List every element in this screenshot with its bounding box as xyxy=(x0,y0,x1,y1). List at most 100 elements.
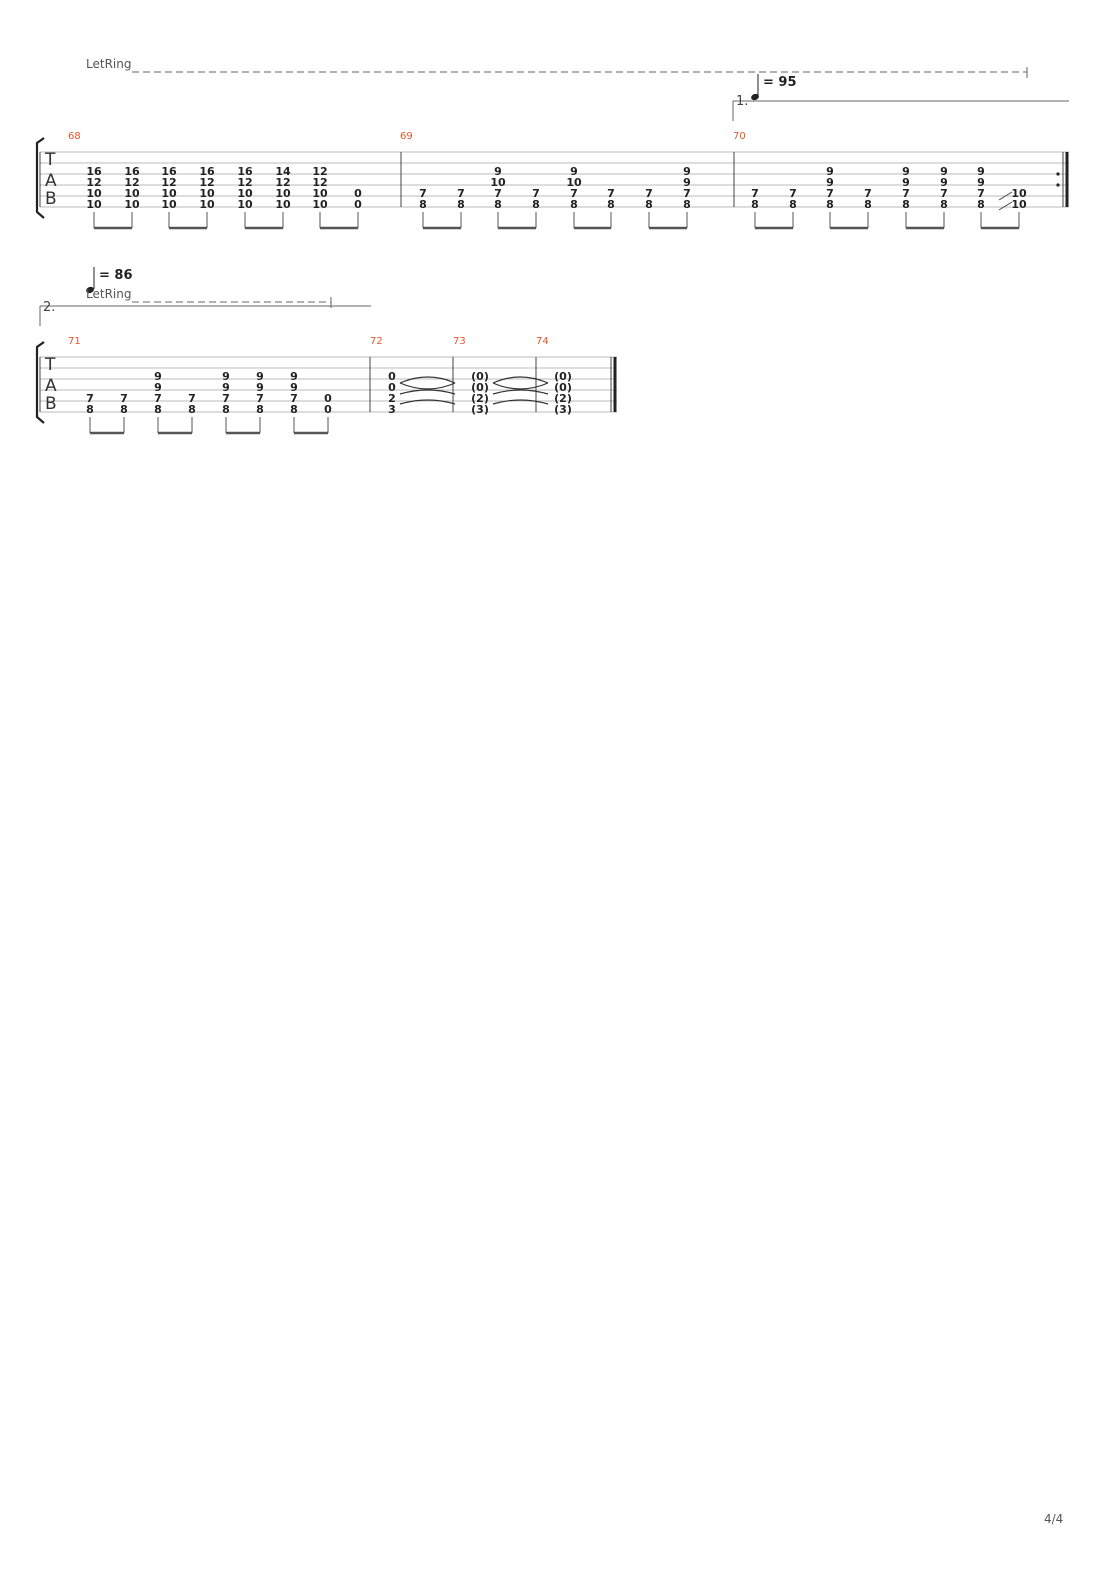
fret-number: 9 xyxy=(977,165,985,178)
fret-number: 12 xyxy=(86,176,101,189)
system-2: = 86 LetRing 2. 71 72 73 74 T A B xyxy=(35,267,617,435)
fret-number: 12 xyxy=(275,176,290,189)
fret-number: 16 xyxy=(199,165,215,178)
fret-number: 9 xyxy=(683,176,691,189)
fret-number: 10 xyxy=(1011,198,1027,211)
fret-number: 0 xyxy=(324,403,332,416)
fret-number: 9 xyxy=(977,176,985,189)
final-barline xyxy=(610,357,617,412)
fret-number: 10 xyxy=(275,187,291,200)
fret-number: 8 xyxy=(607,198,615,211)
fret-number: 7 xyxy=(683,187,691,200)
fret-number: 12 xyxy=(199,176,214,189)
fret-number: 10 xyxy=(312,198,328,211)
fret-number: 8 xyxy=(751,198,759,211)
fret-number: 12 xyxy=(237,176,252,189)
fret-number: 8 xyxy=(570,198,578,211)
fret-number: 8 xyxy=(902,198,910,211)
fret-number: (0) xyxy=(554,381,572,394)
measure-number: 68 xyxy=(68,131,81,142)
measure-number: 74 xyxy=(536,336,549,347)
fret-number: 8 xyxy=(645,198,653,211)
measure-number: 69 xyxy=(400,131,413,142)
repeat-end-barline xyxy=(1056,152,1069,207)
fret-number: 8 xyxy=(494,198,502,211)
fret-number: (0) xyxy=(471,381,489,394)
fret-number: 7 xyxy=(570,187,578,200)
fret-number: 16 xyxy=(124,165,140,178)
fret-number: 8 xyxy=(940,198,948,211)
fret-number: 8 xyxy=(256,403,264,416)
fret-number: 9 xyxy=(154,381,162,394)
fret-number: 7 xyxy=(977,187,985,200)
fret-number: 9 xyxy=(290,370,298,383)
fret-number: 10 xyxy=(124,187,140,200)
fret-number: 10 xyxy=(490,176,506,189)
volta-2-label: 2. xyxy=(43,300,55,315)
page-number: 4/4 xyxy=(1044,1512,1063,1526)
fret-number: 9 xyxy=(683,165,691,178)
fret-number: 7 xyxy=(607,187,615,200)
fret-number: 7 xyxy=(419,187,427,200)
fret-number: 9 xyxy=(222,370,230,383)
fret-numbers: 1612101016121010161210101612101016121010… xyxy=(86,165,1027,211)
fret-number: 10 xyxy=(161,187,177,200)
fret-number: 8 xyxy=(419,198,427,211)
fret-number: 7 xyxy=(188,392,196,405)
fret-number: (2) xyxy=(554,392,572,405)
fret-number: 10 xyxy=(124,198,140,211)
fret-number: 10 xyxy=(237,198,253,211)
fret-number: 7 xyxy=(86,392,94,405)
tab-clef-a: A xyxy=(45,376,57,396)
staff-lines xyxy=(40,151,1069,208)
fret-number: 7 xyxy=(154,392,162,405)
tempo-value: = 95 xyxy=(763,75,797,90)
fret-number: 8 xyxy=(290,403,298,416)
fret-number: 10 xyxy=(86,187,102,200)
fret-number: 8 xyxy=(683,198,691,211)
fret-number: 7 xyxy=(940,187,948,200)
fret-number: 9 xyxy=(902,176,910,189)
fret-number: 14 xyxy=(275,165,291,178)
fret-number: 7 xyxy=(902,187,910,200)
fret-number: 8 xyxy=(532,198,540,211)
system-1: LetRing 1. = 95 68 69 70 T A xyxy=(35,57,1069,230)
fret-number: 7 xyxy=(120,392,128,405)
fret-number: 7 xyxy=(645,187,653,200)
quarter-note-icon xyxy=(751,93,759,101)
fret-number: 7 xyxy=(532,187,540,200)
tab-clef-b: B xyxy=(45,189,57,209)
fret-number: 8 xyxy=(977,198,985,211)
fret-number: 7 xyxy=(494,187,502,200)
fret-number: 10 xyxy=(161,198,177,211)
fret-number: 12 xyxy=(312,165,327,178)
system-bracket xyxy=(35,341,45,424)
fret-number: 8 xyxy=(864,198,872,211)
fret-number: 2 xyxy=(388,392,396,405)
fret-number: (0) xyxy=(471,370,489,383)
tie-marks xyxy=(399,376,549,405)
measure-number: 70 xyxy=(733,131,746,142)
tab-clef-b: B xyxy=(45,394,57,414)
fret-number: 3 xyxy=(388,403,396,416)
fret-number: 8 xyxy=(188,403,196,416)
fret-number: 9 xyxy=(494,165,502,178)
fret-number: 10 xyxy=(199,187,215,200)
tempo-marking-1: = 95 xyxy=(751,74,797,101)
fret-number: 7 xyxy=(457,187,465,200)
measure-number: 73 xyxy=(453,336,466,347)
fret-number: 16 xyxy=(161,165,177,178)
let-ring-label: LetRing xyxy=(86,57,131,71)
fret-number: (0) xyxy=(554,370,572,383)
fret-number: 12 xyxy=(161,176,176,189)
fret-number: 7 xyxy=(864,187,872,200)
fret-number: 7 xyxy=(826,187,834,200)
fret-number: 8 xyxy=(222,403,230,416)
fret-number: 7 xyxy=(751,187,759,200)
fret-number: 8 xyxy=(457,198,465,211)
fret-number: 10 xyxy=(1011,187,1027,200)
fret-number: 8 xyxy=(826,198,834,211)
measure-number: 72 xyxy=(370,336,383,347)
fret-number: 7 xyxy=(256,392,264,405)
